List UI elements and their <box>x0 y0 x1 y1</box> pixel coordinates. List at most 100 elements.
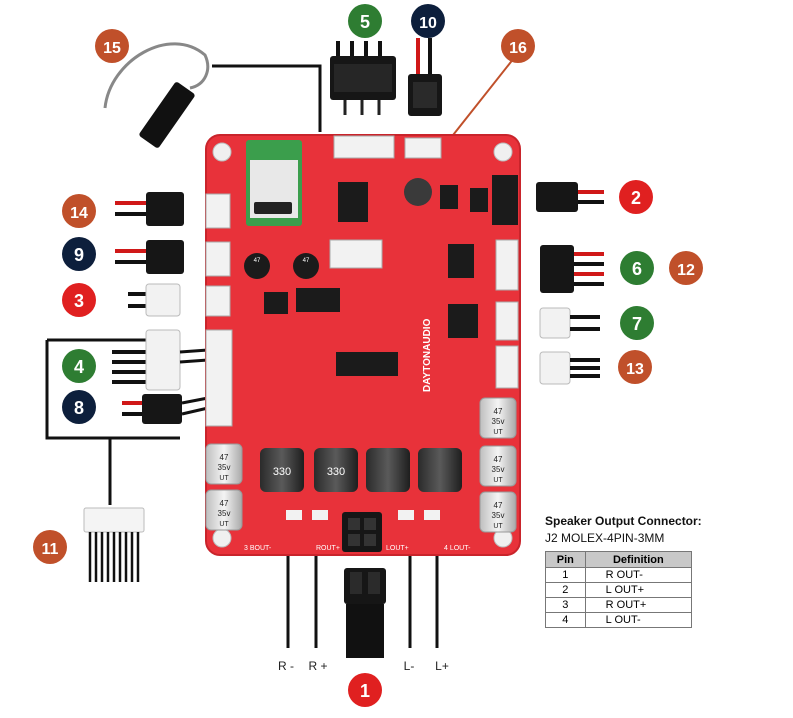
badge-8-number: 8 <box>74 398 84 418</box>
header-definition: Definition <box>584 551 693 568</box>
connector-13-plug <box>539 351 600 385</box>
capacitors-right: 47 35v UT 47 35v UT 47 35v UT <box>479 397 517 533</box>
badge-12: 12 <box>669 251 703 285</box>
inductor-label-1: 330 <box>273 466 291 478</box>
cap-right-1-voltage: 35v <box>492 417 505 426</box>
connector-9-plug <box>115 240 184 274</box>
cap-label-1: 47 <box>254 258 261 264</box>
badge-13: 13 <box>618 350 652 384</box>
badge-5-number: 5 <box>360 12 370 32</box>
cap-right-1-unit: UT <box>493 429 503 436</box>
cap-right-2-unit: UT <box>493 477 503 484</box>
badge-5: 5 <box>348 4 382 38</box>
badge-12-number: 12 <box>677 262 695 279</box>
badge-1-number: 1 <box>360 681 370 701</box>
badge-6-number: 6 <box>632 259 642 279</box>
cap-left-1-value: 47 <box>220 453 229 462</box>
cap-right-1-value: 47 <box>494 407 503 416</box>
cap-label-2: 47 <box>303 258 310 264</box>
speaker-output-spec: Speaker Output Connector: J2 MOLEX-4PIN-… <box>545 514 705 628</box>
connector-6-plug <box>540 245 604 293</box>
inductors: 330 330 <box>260 448 462 492</box>
badge-3: 3 <box>62 283 96 317</box>
silk-rout-plus: ROUT+ <box>316 545 340 552</box>
badge-15: 15 <box>95 29 129 63</box>
label-l-plus: L+ <box>435 659 449 673</box>
label-r-plus: R + <box>308 659 327 673</box>
badge-13-number: 13 <box>626 361 644 378</box>
badge-1: 1 <box>348 673 382 707</box>
silk-bout-minus: 3 BOUT- <box>244 545 272 552</box>
badge-4: 4 <box>62 349 96 383</box>
amplifier-board: 47 47 330 330 47 35v UT 47 35v UT 47 <box>205 134 521 556</box>
badge-2: 2 <box>619 180 653 214</box>
cap-left-2-voltage: 35v <box>218 509 231 518</box>
badge-2-number: 2 <box>631 188 641 208</box>
connector-4-plug <box>112 329 209 391</box>
connector-5-plug <box>330 41 396 115</box>
speaker-plug-1 <box>344 568 386 658</box>
badge-4-number: 4 <box>74 357 84 377</box>
badge-9: 9 <box>62 237 96 271</box>
capacitors-left: 47 35v UT 47 35v UT <box>205 443 243 531</box>
cap-right-2-voltage: 35v <box>492 465 505 474</box>
cap-right-2-value: 47 <box>494 455 503 464</box>
callout-badges: 1 2 3 4 5 6 7 8 9 10 11 12 13 14 15 16 <box>33 4 703 707</box>
leader-4-8-bracket <box>45 340 180 440</box>
header-16 <box>329 239 383 269</box>
badge-9-number: 9 <box>74 245 84 265</box>
badge-3-number: 3 <box>74 291 84 311</box>
connector-7-plug <box>539 307 600 339</box>
connector-10-plug <box>408 38 442 116</box>
badge-7-number: 7 <box>632 314 642 334</box>
badge-10-number: 10 <box>419 15 437 32</box>
label-r-minus: R - <box>278 659 294 673</box>
connector-14-plug <box>115 192 184 226</box>
pin-cell: 1 <box>545 567 586 583</box>
antenna-wire <box>103 42 210 148</box>
silk-lout-minus: 4 LOUT- <box>444 545 471 552</box>
cap-left-1-unit: UT <box>219 475 229 482</box>
leader-15 <box>212 64 322 132</box>
badge-10: 10 <box>411 4 445 38</box>
badge-6: 6 <box>620 251 654 285</box>
inductor-label-2: 330 <box>327 466 345 478</box>
pin-cell: 3 <box>545 597 586 613</box>
definition-cell: L OUT+ <box>584 582 693 598</box>
badge-14-number: 14 <box>70 205 88 222</box>
badge-11-number: 11 <box>42 541 59 558</box>
header-pin: Pin <box>545 551 586 568</box>
label-l-minus: L- <box>404 659 415 673</box>
spec-subtitle: J2 MOLEX-4PIN-3MM <box>545 531 665 545</box>
badge-15-number: 15 <box>103 40 121 57</box>
cap-right-3-value: 47 <box>494 501 503 510</box>
connector-3-plug <box>128 283 181 317</box>
cap-right-3-unit: UT <box>493 523 503 530</box>
pin-cell: 4 <box>545 612 586 628</box>
badge-16: 16 <box>501 29 535 63</box>
definition-cell: R OUT+ <box>584 597 693 613</box>
pin-table-header: Pin Definition <box>545 551 693 568</box>
badge-14: 14 <box>62 194 96 228</box>
definition-cell: R OUT- <box>584 567 693 583</box>
cap-right-3-voltage: 35v <box>492 511 505 520</box>
badge-11: 11 <box>33 530 67 564</box>
cap-left-1-voltage: 35v <box>218 463 231 472</box>
cap-left-2-unit: UT <box>219 521 229 528</box>
badge-7: 7 <box>620 306 654 340</box>
connector-2-plug <box>536 182 604 212</box>
silk-lout-plus: LOUT+ <box>386 545 409 552</box>
brand-logo-text: DAYTONAUDIO <box>422 318 433 392</box>
pin-cell: 2 <box>545 582 586 598</box>
connector-11-plug <box>83 507 145 582</box>
badge-8: 8 <box>62 390 96 424</box>
definition-cell: L OUT- <box>584 612 693 628</box>
connector-8-plug <box>122 394 209 424</box>
cap-left-2-value: 47 <box>220 499 229 508</box>
